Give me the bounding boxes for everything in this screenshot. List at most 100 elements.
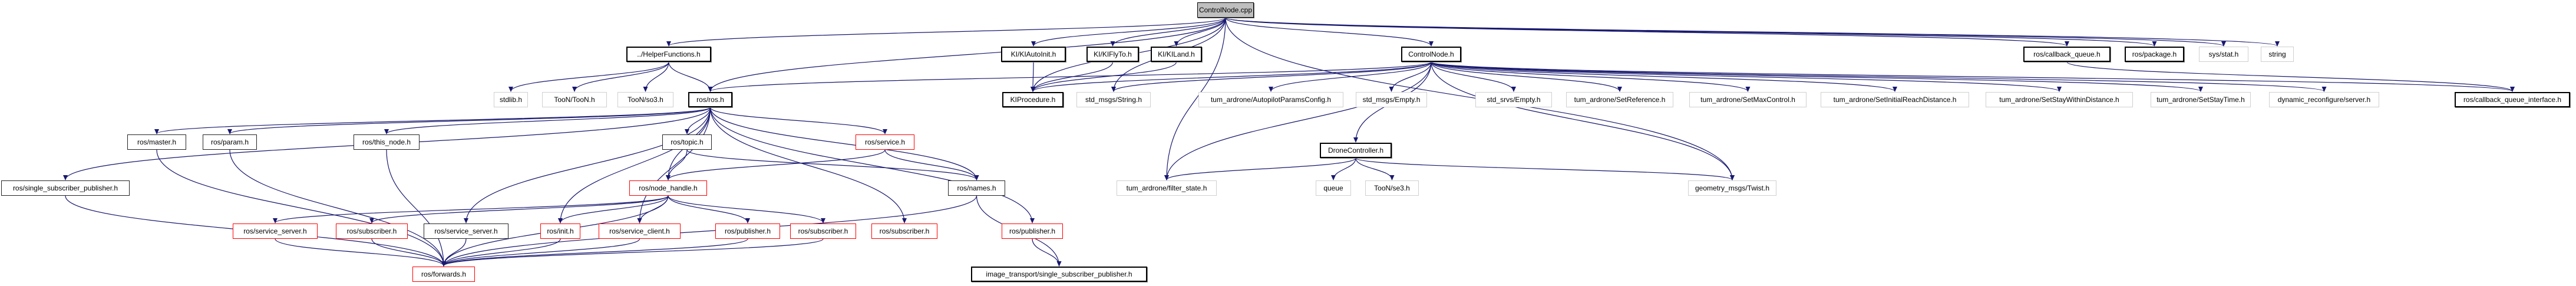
graph-node-service[interactable]: ros/service.h — [856, 134, 914, 150]
graph-node-cpp: ControlNode.cpp — [1197, 2, 1254, 18]
graph-node-so3: TooN/so3.h — [617, 92, 673, 107]
edge-cpp-to-sysstat — [1225, 17, 2226, 47]
edge-dronecontroller-to-queue — [1331, 157, 1356, 180]
edge-service_server_red-to-forwards — [275, 238, 446, 267]
edge-cpp-to-kiflyto — [1110, 17, 1226, 47]
edge-this_node-to-forwards — [386, 149, 446, 267]
graph-node-string: string — [2261, 47, 2294, 62]
edge-rosros-to-master — [154, 107, 711, 134]
graph-node-names[interactable]: ros/names.h — [948, 180, 1005, 196]
graph-node-kiflyto[interactable]: KI/KIFlyTo.h — [1086, 47, 1139, 62]
graph-node-publisher-red1[interactable]: ros/publisher.h — [715, 223, 780, 239]
edge-service-to-names — [884, 149, 979, 180]
graph-node-subscriber-red2[interactable]: ros/subscriber.h — [790, 223, 856, 239]
graph-node-param[interactable]: ros/param.h — [203, 134, 257, 150]
graph-node-subscriber-red3[interactable]: ros/subscriber.h — [871, 223, 937, 239]
edge-dronecontroller-to-se3 — [1355, 157, 1395, 180]
edge-controlnode_h-to-setstaytime — [1431, 61, 2203, 92]
graph-node-setreference: tum_ardrone/SetReference.h — [1566, 92, 1673, 107]
edge-cpp-to-string — [1225, 17, 2280, 47]
edge-cpp-to-kiauto — [1031, 17, 1226, 47]
edge-controlnode_h-to-autopilot — [1269, 61, 1432, 92]
graph-node-controlnode-h[interactable]: ControlNode.h — [1401, 47, 1461, 62]
edge-master-to-forwards — [156, 149, 446, 267]
graph-node-service-server-blk[interactable]: ros/service_server.h — [424, 223, 508, 239]
graph-node-se3: TooN/se3.h — [1365, 180, 1419, 196]
edge-rosros-to-service_server_blk — [464, 107, 711, 223]
graph-node-cbq[interactable]: ros/callback_queue.h — [2023, 47, 2111, 62]
edge-publisher_red2-to-it_ssp — [1032, 238, 1062, 267]
graph-node-queue: queue — [1316, 180, 1351, 196]
graph-node-service-server-red[interactable]: ros/service_server.h — [233, 223, 318, 239]
edge-dronecontroller-to-filter_state — [1164, 157, 1356, 180]
edge-topic-to-names — [686, 149, 979, 180]
edge-rosros-to-this_node — [384, 107, 711, 134]
edge-cbq-to-cbqi — [2066, 61, 2515, 92]
edge-node_handle-to-subscriber_red1 — [369, 195, 669, 223]
edge-rosros-to-service_client — [637, 107, 711, 223]
edge-cpp-to-rosros — [708, 17, 1226, 92]
edge-cpp-to-controlnode_h — [1225, 17, 1434, 47]
edge-cpp-to-kiland — [1174, 17, 1226, 47]
edge-node_handle-to-init — [558, 195, 669, 223]
graph-node-sysstat: sys/stat.h — [2199, 47, 2248, 62]
graph-node-stdlib: stdlib.h — [494, 92, 528, 107]
edge-param-to-forwards — [229, 149, 446, 267]
edge-dronecontroller-to-twist — [1355, 157, 1735, 180]
graph-node-dynreconf: dynamic_reconfigure/server.h — [2269, 92, 2379, 107]
edge-helper-to-toon — [572, 61, 669, 92]
graph-node-dronecontroller[interactable]: DroneController.h — [1320, 143, 1392, 158]
edge-subscriber_red2-to-forwards — [441, 238, 824, 267]
edge-controlnode_h-to-setinitialreach — [1431, 61, 1897, 92]
edge-controlnode_h-to-stdmsgs_string — [1111, 61, 1432, 92]
graph-node-it-ssp[interactable]: image_transport/single_subscriber_publis… — [971, 267, 1147, 282]
graph-node-package[interactable]: ros/package.h — [2125, 47, 2184, 62]
graph-node-service-client[interactable]: ros/service_client.h — [599, 223, 681, 239]
graph-node-rosros[interactable]: ros/ros.h — [688, 92, 732, 107]
edge-node_handle-to-subscriber_red2 — [668, 195, 825, 223]
graph-node-kiprocedure[interactable]: KIProcedure.h — [1002, 92, 1064, 107]
edge-init-to-forwards — [441, 238, 561, 267]
edge-service-to-node_handle — [666, 149, 886, 180]
graph-node-filter-state: tum_ardrone/filter_state.h — [1117, 180, 1217, 196]
edge-controlnode_h-to-dynreconf — [1431, 61, 2327, 92]
graph-node-node-handle[interactable]: ros/node_handle.h — [629, 180, 707, 196]
edge-controlnode_h-to-twist — [1431, 61, 1735, 180]
graph-node-helper[interactable]: ../HelperFunctions.h — [626, 47, 711, 62]
edge-node_handle-to-publisher_red1 — [668, 195, 750, 223]
graph-node-master[interactable]: ros/master.h — [127, 134, 186, 150]
graph-node-subscriber-red1[interactable]: ros/subscriber.h — [336, 223, 408, 239]
edge-cpp-to-helper — [666, 17, 1226, 47]
graph-node-setstaytime: tum_ardrone/SetStayTime.h — [2151, 92, 2251, 107]
edge-controlnode_h-to-filter_state — [1164, 61, 1432, 180]
edge-controlnode_h-to-cbqi — [1431, 61, 2515, 92]
graph-node-kiland[interactable]: KI/KILand.h — [1151, 47, 1202, 62]
graph-node-cbqi[interactable]: ros/callback_queue_interface.h — [2455, 92, 2570, 107]
graph-node-publisher-red2[interactable]: ros/publisher.h — [1002, 223, 1063, 239]
graph-node-kiauto[interactable]: KI/KIAutoInit.h — [1001, 47, 1066, 62]
edge-controlnode_h-to-stdsrvs_empty — [1431, 61, 1516, 92]
edge-helper-to-stdlib — [508, 61, 669, 92]
edge-controlnode_h-to-setreference — [1431, 61, 1622, 92]
edge-controlnode_h-to-setmaxcontrol — [1431, 61, 1751, 92]
edge-helper-to-so3 — [643, 61, 669, 92]
graph-node-stdmsgs-empty: std_msgs/Empty.h — [1356, 92, 1427, 107]
edge-rosros-to-names — [709, 107, 979, 180]
edge-controlnode_h-to-setstaywithin — [1431, 61, 2062, 92]
graph-node-forwards[interactable]: ros/forwards.h — [412, 267, 475, 282]
edge-node_handle-to-service_server_red — [273, 195, 669, 223]
edge-rosros-to-init — [558, 107, 711, 223]
graph-node-ssp[interactable]: ros/single_subscriber_publisher.h — [1, 180, 130, 196]
graph-node-stdmsgs-string: std_msgs/String.h — [1076, 92, 1151, 107]
edge-controlnode_h-to-stdmsgs_empty — [1389, 61, 1432, 92]
edge-cpp-to-cbq — [1225, 17, 2069, 47]
edge-publisher_red1-to-forwards — [441, 238, 748, 267]
graph-node-init[interactable]: ros/init.h — [540, 223, 580, 239]
graph-node-this-node[interactable]: ros/this_node.h — [354, 134, 420, 150]
edge-subscriber_red1-to-forwards — [371, 238, 446, 267]
graph-node-setstaywithin: tum_ardrone/SetStayWithinDistance.h — [1986, 92, 2133, 107]
edge-cpp-to-package — [1225, 17, 2156, 47]
graph-node-topic[interactable]: ros/topic.h — [662, 134, 712, 150]
edge-service_client-to-forwards — [441, 238, 640, 267]
